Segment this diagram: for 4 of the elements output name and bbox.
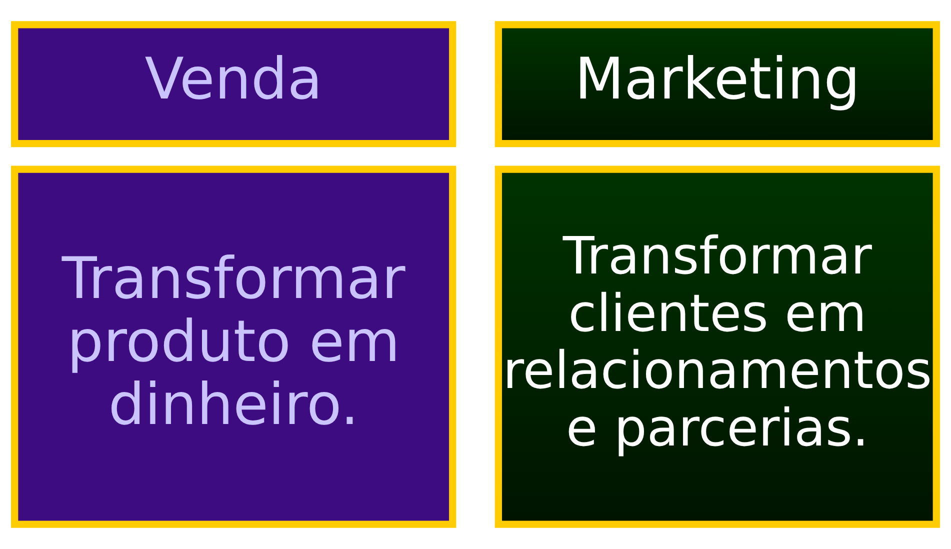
node-box: Venda: [11, 21, 456, 148]
node-box: Transformar clientes em relacionamentos e parcerias.: [494, 166, 940, 528]
node-box: Transformar produto em dinheiro.: [11, 166, 456, 528]
node-box: Marketing: [494, 21, 940, 148]
